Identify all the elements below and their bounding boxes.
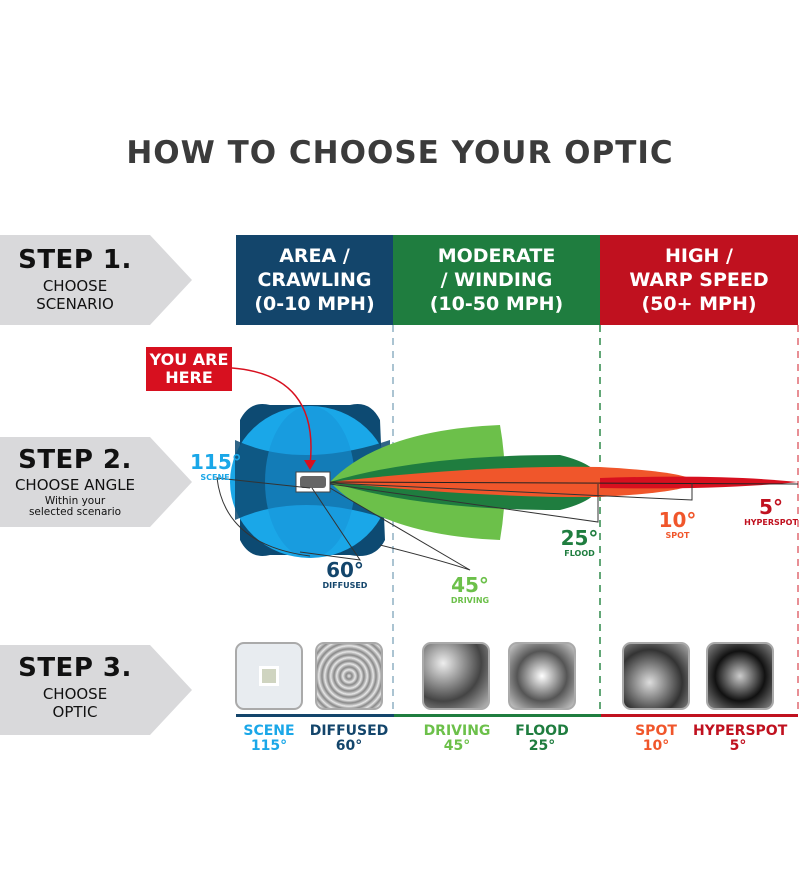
optic-image-diffused[interactable] — [315, 642, 383, 710]
scenario-moderate-winding: MODERATE/ WINDING(10-50 MPH) — [393, 235, 600, 325]
optic-image-spot[interactable] — [622, 642, 690, 710]
angle-value: 45° — [451, 573, 489, 597]
optic-angle: 60° — [335, 738, 363, 754]
marker-line: HERE — [165, 368, 213, 387]
marker-line: YOU ARE — [149, 350, 229, 369]
optic-image-driving[interactable] — [422, 642, 490, 710]
scenario-line: CRAWLING — [257, 269, 372, 291]
optic-angle: 10° — [642, 738, 670, 754]
angle-value: 5° — [759, 495, 783, 519]
optic-name: DIFFUSED — [309, 723, 389, 739]
step-3-sub: CHOOSE — [42, 685, 108, 703]
scenario-line: (0-10 MPH) — [254, 293, 375, 315]
angle-label-scene: 115°SCENE — [190, 450, 242, 482]
angle-value: 25° — [560, 526, 599, 550]
angle-value: 60° — [326, 558, 364, 582]
angle-name: DRIVING — [450, 596, 490, 605]
step-3-sub2: OPTIC — [52, 703, 98, 721]
scenario-high-warp-speed: HIGH /WARP SPEED(50+ MPH) — [600, 235, 798, 325]
angle-name: SPOT — [665, 531, 690, 540]
step-3-arrow: STEP 3. CHOOSE OPTIC — [0, 645, 200, 735]
scenario-line: (50+ MPH) — [641, 293, 757, 315]
scenario-underline — [394, 714, 601, 717]
step-2-note2: selected scenario — [28, 506, 122, 518]
angle-label-hyperspot: 5°HYPERSPOT — [740, 497, 800, 527]
scenario-area-crawling: AREA /CRAWLING(0-10 MPH) — [236, 235, 393, 325]
angle-name: SCENE — [200, 473, 230, 482]
you-are-here-arrow — [231, 367, 312, 466]
step-2-label: STEP 2. — [18, 445, 132, 475]
optic-name: FLOOD — [515, 723, 569, 739]
optic-angle: 45° — [443, 738, 471, 754]
optic-angle: 115° — [250, 738, 288, 754]
scenario-line: MODERATE — [437, 245, 556, 267]
angle-name: DIFFUSED — [322, 581, 368, 590]
step-2-note1: Within your — [44, 495, 106, 507]
optic-image-hyperspot[interactable] — [706, 642, 774, 710]
page-title: HOW TO CHOOSE YOUR OPTIC — [126, 135, 674, 171]
angle-name: FLOOD — [564, 549, 595, 558]
step-3-label: STEP 3. — [18, 653, 132, 683]
scenario-line: HIGH / — [664, 245, 733, 267]
step-1-sub: CHOOSE — [42, 277, 108, 295]
scenario-line: AREA / — [279, 245, 350, 267]
angle-value: 10° — [658, 508, 697, 532]
step-2-sub: CHOOSE ANGLE — [14, 476, 136, 494]
angle-label-flood: 25°FLOOD — [552, 528, 607, 558]
optic-name: DRIVING — [423, 723, 491, 739]
scenario-underline — [236, 714, 394, 717]
optic-name: SPOT — [635, 723, 677, 739]
optic-angle: 5° — [729, 738, 747, 754]
angle-label-spot: 10°SPOT — [650, 510, 705, 540]
optic-angle: 25° — [528, 738, 556, 754]
scenario-underline — [601, 714, 798, 717]
spot-beam — [330, 466, 695, 498]
angle-name: HYPERSPOT — [744, 518, 798, 527]
optic-name: SCENE — [243, 723, 295, 739]
angle-value: 115° — [190, 450, 242, 474]
step-1-sub2: SCENARIO — [36, 295, 114, 313]
step-2-arrow: STEP 2. CHOOSE ANGLE Within your selecte… — [0, 437, 200, 527]
step-1-arrow: STEP 1. CHOOSE SCENARIO — [0, 235, 200, 325]
angle-label-driving: 45°DRIVING — [440, 575, 500, 605]
optic-name: HYPERSPOT — [693, 723, 788, 739]
scenario-line: (10-50 MPH) — [429, 293, 564, 315]
step-1-label: STEP 1. — [18, 245, 132, 275]
optic-image-scene[interactable] — [235, 642, 303, 710]
scenario-line: / WINDING — [440, 269, 553, 291]
optic-image-flood[interactable] — [508, 642, 576, 710]
scenario-line: WARP SPEED — [629, 269, 769, 291]
angle-label-diffused: 60°DIFFUSED — [315, 560, 375, 590]
hyperspot-beam — [600, 476, 798, 489]
